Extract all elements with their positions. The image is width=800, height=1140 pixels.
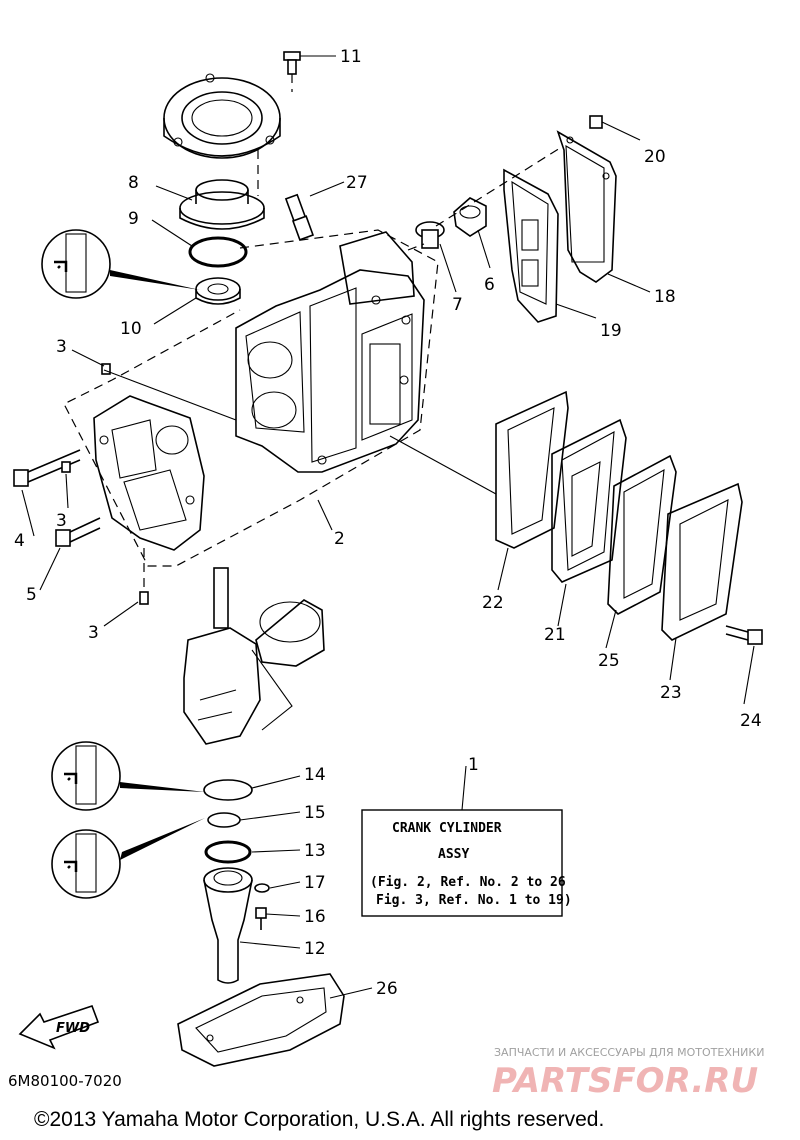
callout-4: 4 [14,531,25,551]
callout-7: 7 [452,295,463,315]
callout-3b: 3 [56,511,67,531]
callout-numbers: 11 20 8 27 9 6 18 7 10 19 3 3 2 4 5 22 3… [14,47,762,999]
cylinder-block [235,231,425,473]
callout-19: 19 [600,321,622,341]
callout-10: 10 [120,319,142,339]
part-11-bolt [283,51,336,92]
part-8-housing [179,150,265,230]
part-5-bolt [55,517,101,547]
lubricant-symbol-mid [51,741,205,811]
part-13-o-ring [204,840,252,864]
callout-8: 8 [128,173,139,193]
callout-16: 16 [304,907,326,927]
part-18-exhaust-cover [556,130,617,283]
crankcase-half [93,395,205,551]
callout-22: 22 [482,593,504,613]
callout-20: 20 [644,147,666,167]
assembly-box-line2: ASSY [438,847,469,862]
callout-2: 2 [334,529,345,549]
part-19-exhaust-gasket [503,168,559,323]
part-26-gasket [177,973,345,1067]
assembly-box: CRANK CYLINDER ASSY (Fig. 2, Ref. No. 2 … [361,765,572,917]
part-25-gasket [607,454,677,615]
callout-11: 11 [340,47,362,67]
callout-3c: 3 [88,623,99,643]
part-16-bolt [255,907,267,930]
part-7-thermostat [407,221,445,251]
assembly-box-line4: Fig. 3, Ref. No. 1 to 19) [376,893,572,908]
callout-25: 25 [598,651,620,671]
part-15-bearing [207,812,241,828]
assembly-box-line1: CRANK CYLINDER [392,821,502,836]
watermark-brand: PARTSFOR.RU [492,1061,758,1101]
callout-14: 14 [304,765,326,785]
callout-17: 17 [304,873,326,893]
crankcase-outline [63,229,439,567]
watermark-tagline: ЗАПЧАСТИ И АКСЕССУАРЫ ДЛЯ МОТОТЕХНИКИ [494,1046,764,1059]
fwd-label: FWD [56,1021,90,1036]
part-12-tube-housing [203,867,253,984]
lubricant-symbol-upper [41,229,200,299]
assembly-box-line3: (Fig. 2, Ref. No. 2 to 26 [370,875,566,890]
callout-13: 13 [304,841,326,861]
callout-21: 21 [544,625,566,645]
cover-plate [163,73,281,159]
part-10-oil-seal [195,277,241,305]
callout-12: 12 [304,939,326,959]
callout-23: 23 [660,683,682,703]
callout-15: 15 [304,803,326,823]
callout-24: 24 [740,711,762,731]
fwd-arrow: FWD [18,1004,100,1050]
callout-26: 26 [376,979,398,999]
part-27-spark-plug [284,181,345,241]
part-3-dowel-pin-c [139,591,149,605]
callout-27: 27 [346,173,368,193]
callout-3a: 3 [56,337,67,357]
part-22-gasket [495,390,569,549]
part-14-oil-seal [203,779,253,801]
part-3-dowel-pin-a [101,363,111,375]
diagram-code: 6M80100-7020 [8,1072,122,1090]
crankshaft [183,567,325,745]
part-4-bolt [13,449,81,487]
copyright-notice: ©2013 Yamaha Motor Corporation, U.S.A. A… [34,1108,604,1131]
part-3-dowel-pin-b [61,461,71,473]
callout-18: 18 [654,287,676,307]
callout-6: 6 [484,275,495,295]
part-20-bolt [589,115,641,141]
callout-9: 9 [128,209,139,229]
callout-1: 1 [468,755,479,775]
part-21-reed-valve [551,418,627,583]
leader-lines [21,185,755,999]
part-9-o-ring [188,236,248,268]
part-6-thermostat-cover [453,197,487,237]
part-17-washer [254,883,270,893]
part-23-cover [661,482,743,641]
lubricant-symbol-lower [51,818,205,899]
callout-5: 5 [26,585,37,605]
part-24-bolt [725,625,763,645]
